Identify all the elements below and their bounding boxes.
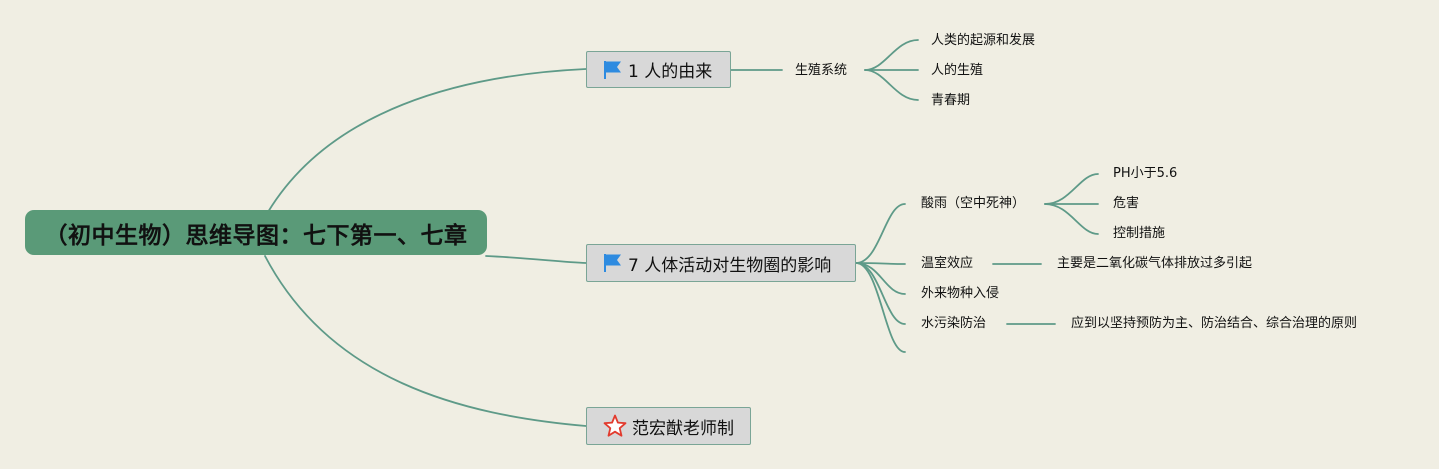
connector-root-b3 [264, 255, 587, 427]
subtopic-wai-lai-wu-zhong[interactable]: 外来物种入侵 [921, 286, 1000, 301]
connector-b2-s5 [855, 262, 906, 353]
subtopic-wen-shi-xiao-ying[interactable]: 温室效应 [921, 256, 974, 271]
leaf-topic[interactable]: 应到以坚持预防为主、防治结合、综合治理的原则 [1071, 316, 1358, 331]
branch-label: 范宏猷老师制 [632, 418, 734, 439]
branch-ren-de-you-lai[interactable]: 1 人的由来 [586, 51, 731, 88]
branch-label: 7 人体活动对生物圈的影响 [628, 255, 832, 276]
root-title: （初中生物）思维导图：七下第一、七章 [44, 222, 468, 249]
connector-b2-s1 [855, 203, 906, 264]
branch-ren-ti-huo-dong[interactable]: 7 人体活动对生物圈的影响 [586, 244, 856, 282]
leaf-topic[interactable]: 控制措施 [1113, 226, 1166, 241]
connector-acid-c3 [1044, 203, 1099, 235]
subtopic-shui-wu-ran[interactable]: 水污染防治 [921, 316, 987, 331]
leaf-topic[interactable]: 危害 [1113, 196, 1140, 211]
connector-root-b2 [485, 255, 587, 264]
connector-sub1-c1 [864, 39, 919, 71]
branch-author[interactable]: 范宏猷老师制 [586, 407, 751, 445]
connector-root-b1 [267, 68, 587, 213]
flag-icon [603, 60, 623, 80]
leaf-topic[interactable]: PH小于5.6 [1113, 166, 1178, 181]
subtopic-sheng-zhi-xi-tong[interactable]: 生殖系统 [795, 63, 848, 78]
leaf-topic[interactable]: 人类的起源和发展 [931, 33, 1036, 48]
leaf-topic[interactable]: 青春期 [931, 93, 971, 108]
branch-label: 1 人的由来 [628, 62, 713, 82]
subtopic-suan-yu[interactable]: 酸雨（空中死神） [921, 196, 1026, 211]
root-topic[interactable]: （初中生物）思维导图：七下第一、七章 [25, 210, 487, 255]
flag-icon [603, 253, 623, 273]
star-icon [603, 414, 627, 438]
leaf-topic[interactable]: 主要是二氧化碳气体排放过多引起 [1057, 256, 1253, 271]
leaf-topic[interactable]: 人的生殖 [931, 63, 984, 78]
connector-acid-c1 [1044, 173, 1099, 205]
connector-sub1-c3 [864, 69, 919, 101]
connector-b2-s4 [855, 262, 906, 325]
